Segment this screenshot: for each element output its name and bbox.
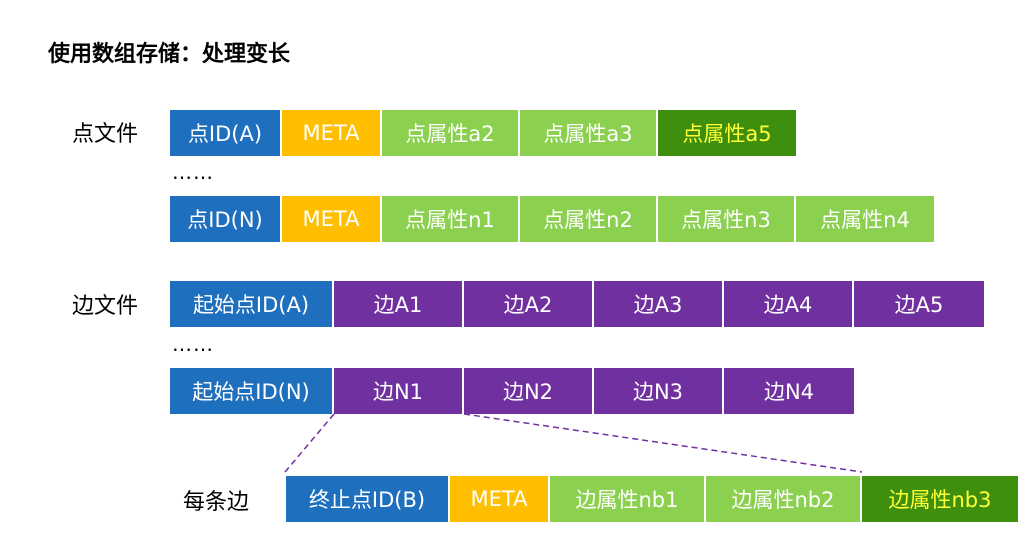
per-edge-label: 每条边: [183, 490, 250, 515]
edge-cell: 边N2: [464, 368, 594, 414]
edge-cell: 边N4: [724, 368, 854, 414]
edge-file-label: 边文件: [72, 294, 139, 319]
connector-line-left: [284, 413, 335, 473]
edge-cell: 边N1: [334, 368, 464, 414]
point-attr-cell: 点属性n4: [796, 196, 934, 242]
point-attr-cell: 点属性a3: [520, 110, 658, 156]
edge-cell: 边A4: [724, 281, 854, 327]
point-id-cell: 点ID(N): [170, 196, 282, 242]
point-attr-cell: 点属性n3: [658, 196, 796, 242]
edge-row-n: 起始点ID(N) 边N1 边N2 边N3 边N4: [170, 368, 854, 414]
meta-cell: META: [282, 196, 382, 242]
edge-cell: 边A3: [594, 281, 724, 327]
connector-line-right: [463, 413, 863, 473]
edge-cell: 边N3: [594, 368, 724, 414]
page-title: 使用数组存储：处理变长: [48, 42, 291, 67]
point-row-a: 点ID(A) META 点属性a2 点属性a3 点属性a5: [170, 110, 796, 156]
edge-cell: 边A2: [464, 281, 594, 327]
start-id-cell: 起始点ID(A): [170, 281, 334, 327]
edge-attr-cell: 边属性nb1: [550, 476, 706, 522]
point-attr-cell: 点属性n1: [382, 196, 520, 242]
ellipsis: ……: [172, 160, 214, 184]
point-attr-cell: 点属性n2: [520, 196, 658, 242]
start-id-cell: 起始点ID(N): [170, 368, 334, 414]
point-row-n: 点ID(N) META 点属性n1 点属性n2 点属性n3 点属性n4: [170, 196, 934, 242]
edge-row-a: 起始点ID(A) 边A1 边A2 边A3 边A4 边A5: [170, 281, 984, 327]
edge-cell: 边A1: [334, 281, 464, 327]
end-id-cell: 终止点ID(B): [286, 476, 450, 522]
meta-cell: META: [450, 476, 550, 522]
point-attr-highlight: 点属性a5: [658, 110, 796, 156]
point-file-label: 点文件: [72, 122, 139, 147]
edge-detail-row: 终止点ID(B) META 边属性nb1 边属性nb2 边属性nb3: [286, 476, 1018, 522]
edge-attr-highlight: 边属性nb3: [862, 476, 1018, 522]
edge-cell: 边A5: [854, 281, 984, 327]
ellipsis: ……: [172, 332, 214, 356]
point-attr-cell: 点属性a2: [382, 110, 520, 156]
edge-attr-cell: 边属性nb2: [706, 476, 862, 522]
point-id-cell: 点ID(A): [170, 110, 282, 156]
meta-cell: META: [282, 110, 382, 156]
